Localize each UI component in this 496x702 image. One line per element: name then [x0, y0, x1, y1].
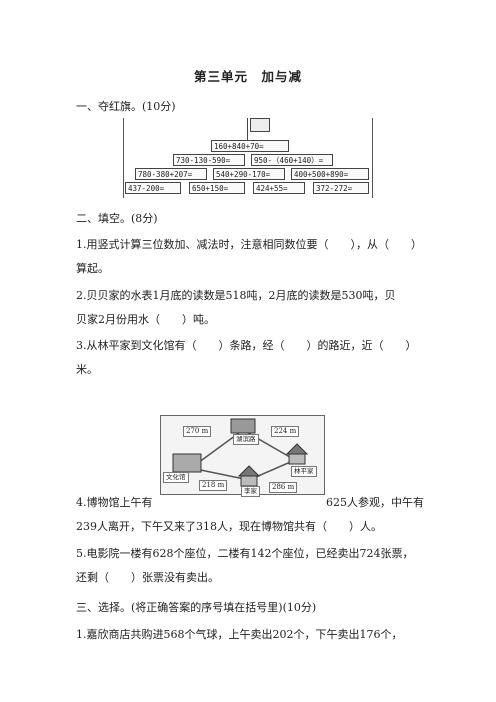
section3-heading: 三、选择。(将正确答案的序号填在括号里)(10分) — [76, 601, 317, 614]
q3-line2: 米。 — [76, 363, 98, 376]
distance-label: 218 m — [199, 480, 228, 491]
q1-line2: 算起。 — [76, 262, 109, 275]
distance-label: 224 m — [271, 426, 300, 437]
route-lines — [172, 418, 309, 487]
red-flag-icon — [250, 118, 270, 132]
q2-line1: 2.贝贝家的水表1月底的读数是518吨，2月底的读数是530吨，贝 — [76, 289, 396, 302]
distance-label: 286 m — [269, 482, 298, 493]
pyramid-box: 372-272= — [313, 182, 369, 194]
q4-line1-left: 4.博物馆上午有 — [76, 496, 153, 509]
distance-label: 270 m — [183, 426, 212, 437]
q4-line1-right: 625人参观，中午有 — [326, 496, 424, 509]
house-roof-icon — [237, 465, 261, 477]
li-house-icon — [240, 475, 258, 487]
pyramid-box: 650+150= — [189, 182, 245, 194]
pyramid-frame — [123, 118, 373, 198]
q3-line1: 3.从林平家到文化馆有（ ）条路，经（ ）的路近，近（ ） — [76, 339, 417, 352]
pyramid-box: 437-200= — [125, 182, 181, 194]
place-label: 李家 — [241, 486, 260, 497]
pyramid-box: 424+55= — [253, 182, 305, 194]
lakeside-building-icon — [230, 418, 256, 434]
place-label: 湖滨路 — [233, 434, 259, 445]
flagpole — [247, 118, 248, 140]
pyramid-box: 400+500+890= — [291, 168, 369, 180]
place-label: 文化馆 — [163, 472, 189, 483]
s3-q1-line1: 1.嘉欣商店共购进568个气球，上午卖出202个，下午卖出176个， — [76, 628, 403, 641]
q2-line2: 贝家2月份用水（ ）吨。 — [76, 313, 215, 326]
red-flag-pyramid: 160+840+70= 730-130-590= 950-（460+140）= … — [123, 118, 373, 198]
q1-line1: 1.用竖式计算三位数加、减法时，注意相同数位要（ ），从（ ） — [76, 238, 422, 251]
route-map: 270 m 224 m 218 m 286 m 湖滨路 文化馆 林平家 李家 — [160, 415, 325, 497]
page-title: 第三单元 加与减 — [193, 69, 302, 84]
section1-heading: 一、夺红旗。(10分) — [76, 100, 176, 113]
pyramid-box: 730-130-590= — [173, 154, 245, 166]
pyramid-box: 540+290-170= — [213, 168, 285, 180]
pyramid-box: 160+840+70= — [211, 140, 289, 152]
linping-house-icon — [288, 453, 306, 465]
pyramid-box: 950-（460+140）= — [251, 154, 333, 166]
q5-line2: 还剩（ ）张票没有卖出。 — [76, 571, 219, 584]
culture-hall-building-icon — [172, 453, 202, 473]
section2-heading: 二、填空。(8分) — [76, 212, 158, 225]
q5-line1: 5.电影院一楼有628个座位，二楼有142个座位，已经卖出724张票， — [76, 547, 414, 560]
pyramid-box: 780-380+207= — [135, 168, 207, 180]
house-roof-icon — [285, 443, 309, 455]
q4-line2: 239人离开，下午又来了318人，现在博物馆共有（ ）人。 — [76, 520, 382, 533]
place-label: 林平家 — [291, 466, 317, 477]
